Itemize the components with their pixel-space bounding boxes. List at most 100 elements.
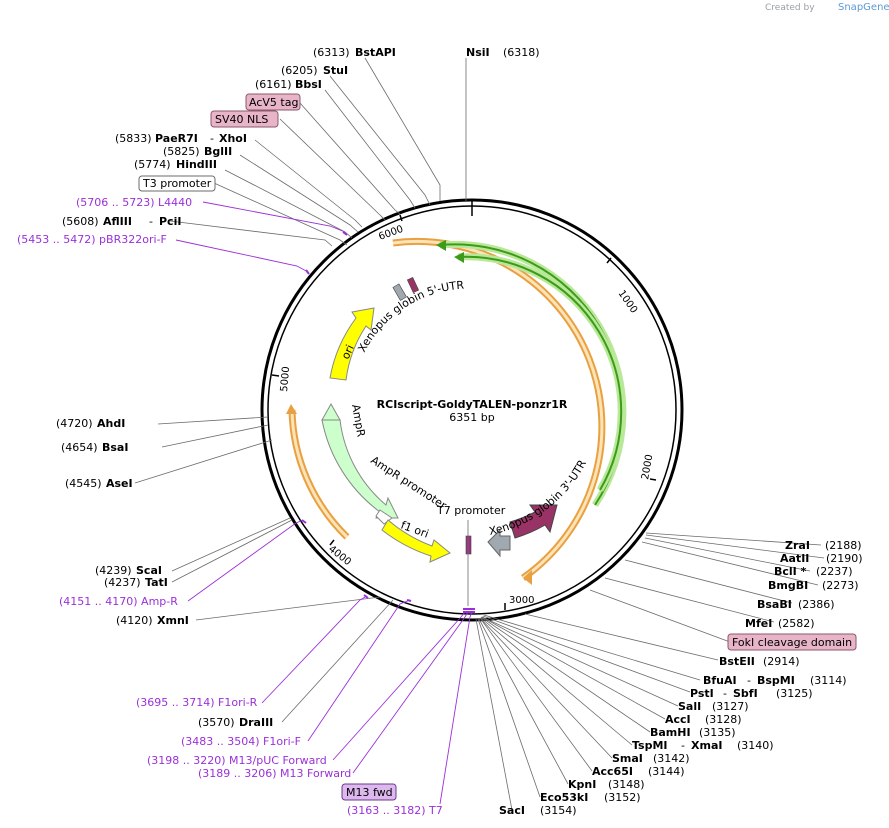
primer-t7[interactable]: (3163 .. 3182) T7 (347, 804, 443, 817)
site-acc65i[interactable]: Acc65I (592, 765, 633, 778)
site-tati-pos: (4237) (104, 576, 141, 589)
site-tati[interactable]: TatI (145, 576, 168, 589)
site-afliii[interactable]: AflIII (103, 215, 132, 228)
site-nsii-pos: (6318) (503, 46, 540, 59)
site-afliii-pos: (5608) (62, 215, 99, 228)
site-eco53ki-pos: (3152) (604, 791, 641, 804)
site-psti-pos: (3125) (776, 687, 813, 700)
svg-text:-: - (210, 132, 214, 145)
primer-marks (301, 231, 475, 613)
site-ahdi[interactable]: AhdI (97, 417, 125, 430)
site-bcli[interactable]: BclI * (774, 565, 807, 578)
site-bspmi[interactable]: BspMI (757, 674, 795, 687)
svg-text:-: - (723, 687, 727, 700)
site-sali[interactable]: SalI (678, 700, 701, 713)
site-zrai[interactable]: ZraI (785, 539, 810, 552)
site-bsai[interactable]: BsaI (102, 441, 128, 454)
site-bbsi[interactable]: BbsI (295, 78, 322, 91)
tick-label-5000: 5000 (279, 366, 292, 392)
site-bamhi[interactable]: BamHI (650, 726, 691, 739)
credit-prefix: Created by (765, 3, 815, 13)
site-sbfi[interactable]: SbfI (733, 687, 758, 700)
site-scai-pos: (4239) (95, 564, 132, 577)
site-bsteii[interactable]: BstEII (719, 655, 755, 668)
site-smai[interactable]: SmaI (612, 752, 643, 765)
tick-marks (271, 201, 657, 610)
utr5-grey-marker (392, 283, 407, 301)
site-eco53ki[interactable]: Eco53kI (540, 791, 588, 804)
site-mfei-pos: (2582) (778, 617, 815, 630)
site-bstapi[interactable]: BstAPI (355, 46, 396, 59)
site-kpni-pos: (3148) (608, 778, 645, 791)
feature-sv40-label[interactable]: SV40 NLS (215, 113, 268, 126)
svg-text:-: - (747, 674, 751, 687)
backbone-outer (260, 198, 684, 622)
primer-m13-puc-forward[interactable]: (3198 .. 3220) M13/pUC Forward (147, 754, 327, 767)
site-aatii[interactable]: AatII (780, 552, 809, 565)
svg-text:-: - (149, 215, 153, 228)
primer-pbr322ori-f[interactable]: (5453 .. 5472) pBR322ori-F (17, 233, 167, 246)
site-paer7i-pos: (5833) (115, 132, 152, 145)
site-psti[interactable]: PstI (690, 687, 714, 700)
site-saci[interactable]: SacI (499, 804, 525, 817)
credit-brand: SnapGene (838, 2, 889, 13)
primer-m13-fwd-label[interactable]: M13 fwd (346, 786, 393, 799)
primer-l4440[interactable]: (5706 .. 5723) L4440 (76, 196, 192, 209)
site-pcii[interactable]: PciI (159, 215, 181, 228)
feature-ampr-label: AmpR (349, 403, 368, 438)
primer-f1ori-f[interactable]: (3483 .. 3504) F1ori-F (181, 735, 301, 748)
site-xmai[interactable]: XmaI (691, 739, 722, 752)
site-draiii[interactable]: DraIII (239, 716, 273, 729)
site-stui-pos: (6205) (281, 64, 318, 77)
site-bsteii-pos: (2914) (763, 655, 800, 668)
utr5-maroon-marker (406, 276, 420, 294)
site-scai[interactable]: ScaI (136, 564, 162, 577)
site-bsabi[interactable]: BsaBI (757, 598, 792, 611)
t7-promoter-marker (465, 535, 472, 555)
feature-foki-label[interactable]: FokI cleavage domain (732, 636, 852, 649)
site-bstapi-pos: (6313) (313, 46, 350, 59)
tick-label-3000: 3000 (509, 595, 534, 606)
site-bmgbi[interactable]: BmgBI (768, 579, 808, 592)
site-acc65i-pos: (3144) (648, 765, 685, 778)
site-acci[interactable]: AccI (665, 713, 691, 726)
site-tspmi[interactable]: TspMI (632, 739, 668, 752)
site-bglii[interactable]: BglII (204, 145, 232, 158)
feature-ori (329, 307, 375, 381)
site-asei-pos: (4545) (65, 477, 102, 490)
site-acci-pos: (3128) (705, 713, 742, 726)
site-xhoi[interactable]: XhoI (219, 132, 247, 145)
primer-m13-forward[interactable]: (3189 .. 3206) M13 Forward (198, 767, 351, 780)
talen-arc-outer-arrow (523, 570, 532, 585)
primer-leader-lines (175, 201, 473, 805)
site-paer7i[interactable]: PaeR7I (155, 132, 198, 145)
site-sali-pos: (3127) (712, 700, 749, 713)
site-bfuai-pos: (3114) (810, 674, 847, 687)
primer-amp-r[interactable]: (4151 .. 4170) Amp-R (59, 595, 178, 608)
site-hindiii[interactable]: HindIII (176, 158, 217, 171)
feature-acv5-box (245, 93, 301, 111)
plasmid-name: RCIscript-GoldyTALEN-ponzr1R (377, 398, 568, 411)
primer-f1ori-r[interactable]: (3695 .. 3714) F1ori-R (136, 696, 258, 709)
feature-utr3 (509, 504, 558, 539)
svg-text:-: - (681, 739, 685, 752)
site-nsii[interactable]: NsiI (466, 46, 490, 59)
site-mfei[interactable]: MfeI (745, 617, 772, 630)
site-leader-lines (134, 57, 825, 811)
site-xmni[interactable]: XmnI (157, 614, 189, 627)
plasmid-size: 6351 bp (449, 411, 494, 424)
feature-ampr (321, 419, 399, 519)
site-bglii-pos: (5825) (163, 145, 200, 158)
t7-arrow (487, 528, 511, 558)
primer-m13-fwd-box (341, 783, 397, 801)
feature-acv5-label[interactable]: AcV5 tag (249, 96, 298, 109)
feature-t3-label[interactable]: T3 promoter (142, 177, 212, 190)
site-kpni[interactable]: KpnI (568, 778, 596, 791)
site-asei[interactable]: AseI (106, 477, 133, 490)
site-stui[interactable]: StuI (323, 64, 348, 77)
site-bfuai[interactable]: BfuAI (703, 674, 737, 687)
site-bamhi-pos: (3135) (699, 726, 736, 739)
feature-t3-box (138, 175, 216, 192)
